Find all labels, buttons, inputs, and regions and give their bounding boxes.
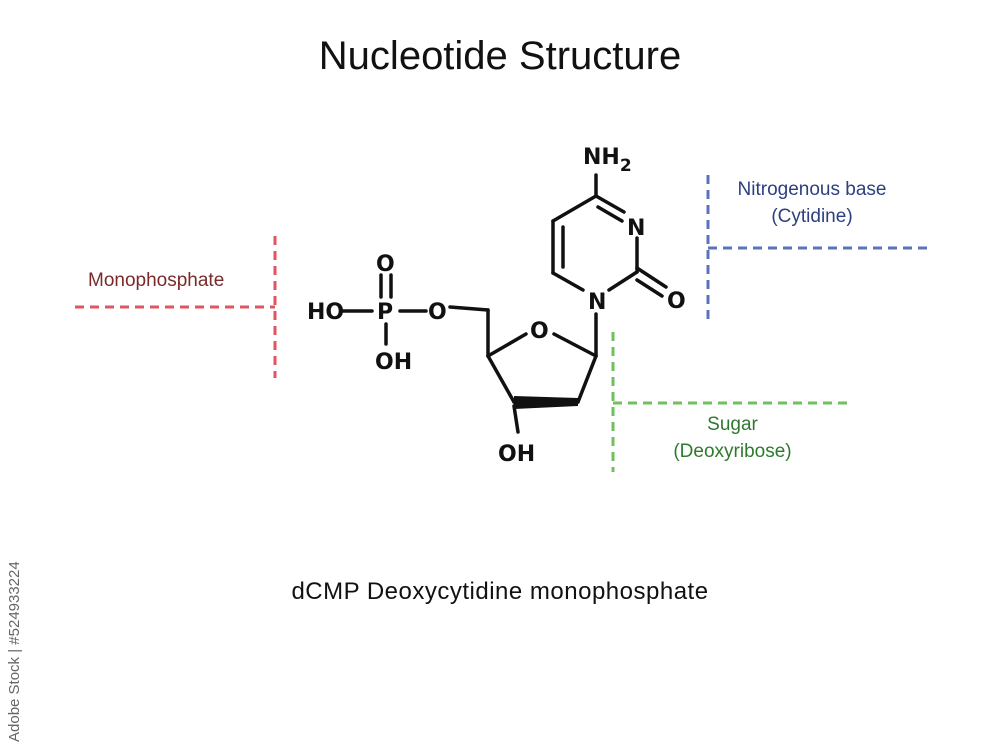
atom-o-carbonyl: O bbox=[667, 289, 686, 314]
bond-c2-o-a bbox=[635, 266, 668, 289]
bond-c5-c4-base bbox=[551, 194, 598, 223]
monophosphate-label: Monophosphate bbox=[88, 270, 225, 291]
bond-c2-n1 bbox=[607, 270, 639, 292]
monophosphate-bracket bbox=[75, 236, 277, 378]
bond-c4-n3-b bbox=[596, 205, 624, 223]
nitrogenous-base-label: Nitrogenous base (Cytidine) bbox=[722, 176, 902, 230]
base-label-line2: (Cytidine) bbox=[771, 206, 853, 227]
bond-oring-c1 bbox=[552, 332, 598, 358]
atom-p: P bbox=[377, 300, 393, 325]
atom-ho: HO bbox=[307, 300, 344, 325]
bond-c4-n3-a bbox=[594, 194, 626, 214]
atom-n1: N bbox=[588, 290, 606, 315]
bond-c3-oh bbox=[512, 404, 520, 434]
atom-nh2: NH2 bbox=[583, 145, 632, 176]
stock-watermark: Adobe Stock | #524933224 bbox=[6, 561, 23, 742]
compound-caption: dCMP Deoxycytidine monophosphate bbox=[291, 578, 709, 605]
atom-n3: N bbox=[627, 216, 645, 241]
sugar-label: Sugar (Deoxyribose) bbox=[650, 411, 815, 465]
atom-oh-phos: OH bbox=[375, 350, 412, 375]
bond-n1-c6 bbox=[551, 271, 585, 292]
page-title: Nucleotide Structure bbox=[318, 34, 682, 78]
sugar-label-line1: Sugar bbox=[707, 414, 758, 435]
base-label-line1: Nitrogenous base bbox=[737, 179, 887, 200]
bond-c1-c2 bbox=[576, 354, 598, 404]
atom-o-ring: O bbox=[530, 319, 549, 344]
bond-o-c5 bbox=[448, 305, 490, 312]
bond-c3-c4 bbox=[486, 354, 516, 404]
bond-c4-oring bbox=[486, 332, 528, 358]
sugar-bracket bbox=[611, 332, 852, 472]
atom-o-bridge: O bbox=[428, 300, 447, 325]
atom-o-phos-top: O bbox=[376, 252, 395, 277]
wedge-bond-c2-c3 bbox=[514, 396, 578, 409]
sugar-label-line2: (Deoxyribose) bbox=[673, 441, 792, 462]
bond-c2-o-b bbox=[635, 278, 664, 298]
atom-oh-sugar: OH bbox=[498, 442, 535, 467]
base-bracket bbox=[706, 175, 932, 323]
